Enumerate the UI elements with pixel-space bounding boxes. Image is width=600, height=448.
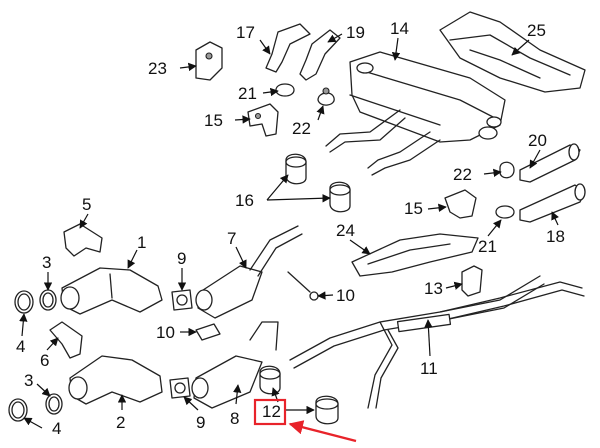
callout-8: 8: [230, 409, 239, 428]
callout-2: 2: [116, 413, 125, 432]
bracket-10-mid: [195, 323, 221, 341]
callout-4-top: 4: [16, 337, 25, 356]
callout-21-top: 21: [238, 84, 257, 103]
bracket-15-top: [247, 103, 279, 137]
callout-7: 7: [227, 229, 236, 248]
clamp-4b: [8, 398, 28, 422]
hanger-13: [461, 265, 483, 297]
highlight-arrow: [288, 420, 357, 443]
catalytic-converter-1: [60, 267, 163, 315]
callout-3-bottom: 3: [24, 371, 33, 390]
hanger-22-top: [317, 87, 335, 106]
callout-17: 17: [236, 23, 255, 42]
callout-24: 24: [336, 221, 355, 240]
callout-10-right: 10: [336, 286, 355, 305]
callout-15-mid: 15: [404, 199, 423, 218]
clamp-21-mid: [495, 205, 515, 219]
callout-5: 5: [82, 195, 91, 214]
callout-22-mid: 22: [453, 165, 472, 184]
callout-10-mid: 10: [156, 323, 175, 342]
mount-bracket-23: [195, 41, 223, 81]
gasket-3b: [45, 393, 63, 415]
rear-muffler: [325, 51, 506, 176]
gasket-9b: [169, 377, 191, 399]
bracket-5: [63, 223, 103, 257]
tailpipe-20: [519, 143, 581, 183]
intermediate-pipe-11: [289, 275, 585, 409]
callout-labels: 14 25 23 17 19 21 22 15 16 20 22 15 21 1…: [16, 19, 565, 438]
front-pipe-8: [191, 321, 279, 409]
highlight-box-12: [253, 398, 287, 426]
clamp-16a: [285, 153, 307, 185]
callout-6: 6: [40, 351, 49, 370]
clamp-21-top: [275, 83, 295, 97]
callout-4-bottom: 4: [52, 419, 61, 438]
heat-shield-24: [351, 233, 479, 277]
callout-25: 25: [527, 21, 546, 40]
bracket-15-mid: [444, 189, 477, 219]
callout-14: 14: [390, 19, 409, 38]
gasket-3a: [39, 289, 57, 311]
callout-3-top: 3: [42, 253, 51, 272]
callout-1: 1: [137, 233, 146, 252]
callout-19: 19: [346, 23, 365, 42]
callout-22-top: 22: [292, 119, 311, 138]
highlight-annotation: [253, 398, 357, 443]
front-pipe-7: [195, 225, 303, 319]
pipe-19: [299, 29, 341, 81]
callout-15-top: 15: [204, 111, 223, 130]
callout-20: 20: [528, 131, 547, 150]
tailpipe-18: [519, 183, 586, 223]
callout-11: 11: [420, 359, 438, 378]
clamp-12: [259, 365, 339, 425]
gasket-9a: [171, 289, 193, 311]
callout-13: 13: [424, 279, 443, 298]
stud-10-right: [287, 271, 319, 301]
hanger-22-mid: [499, 161, 515, 179]
pipe-17: [265, 23, 311, 73]
callout-23: 23: [148, 59, 167, 78]
clamp-4a: [14, 290, 34, 314]
callout-9-top: 9: [177, 249, 186, 268]
callout-21-mid: 21: [478, 237, 497, 256]
clamp-16b: [329, 181, 351, 213]
callout-16: 16: [235, 191, 254, 210]
callout-18: 18: [546, 227, 565, 246]
catalytic-converter-2: [68, 355, 163, 405]
callout-9-bottom: 9: [196, 413, 205, 432]
bracket-6: [49, 321, 83, 359]
callout-12: 12: [262, 402, 281, 421]
